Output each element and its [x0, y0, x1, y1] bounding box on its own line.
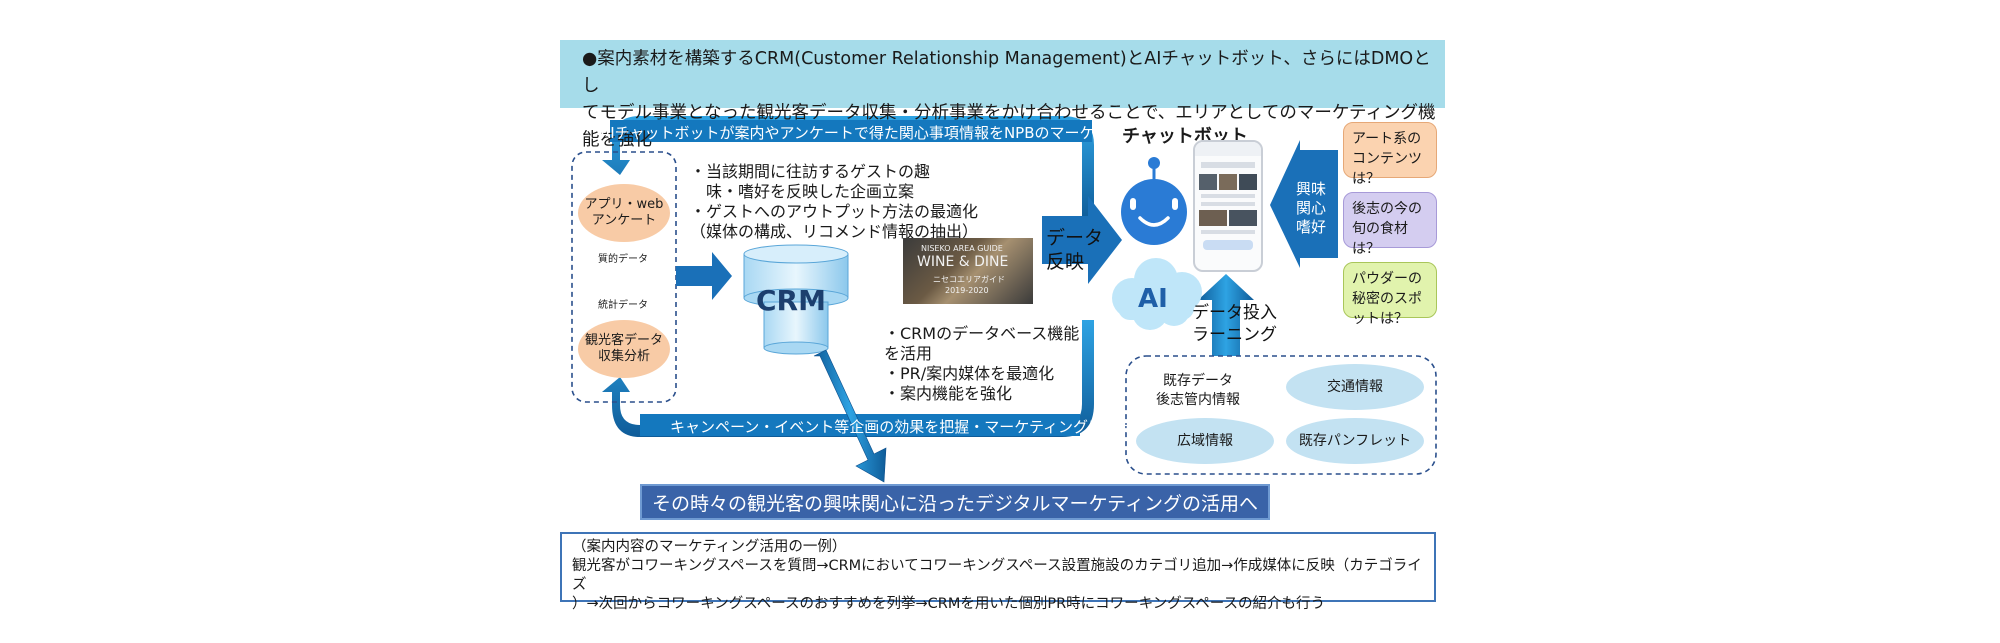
text-line: 嗜好 [1296, 218, 1327, 236]
note-line: ）→次回からコワーキングスペースのおすすめを列挙→CRMを用いた個別PR時にコワ… [572, 596, 1325, 612]
data-input-arrow [1198, 274, 1254, 356]
data-sources-box [1125, 355, 1437, 475]
photo-subtitle: ニセコエリアガイド [933, 275, 1005, 284]
question-bubble-food: 後志の今の旬の食材は？ [1343, 192, 1437, 257]
data-reflect-arrow [1042, 196, 1122, 284]
crm-planning-text: ・当該期間に往訪するゲストの趣 味・嗜好を反映した企画立案 ・ゲストへのアウトプ… [690, 162, 978, 242]
text-line: 反映 [1046, 251, 1085, 273]
text-line: ラーニング [1192, 325, 1277, 345]
conclusion-banner: その時々の観光客の興味関心に沿ったデジタルマーケティングの活用へ [640, 484, 1270, 520]
robot-icon [1121, 157, 1187, 245]
ai-cloud [1112, 258, 1202, 330]
crm-label: CRM [756, 284, 826, 317]
top-arrow-band [610, 120, 1092, 142]
existing-data-label: 既存データ 後志管内情報 [1156, 373, 1240, 408]
pamphlet-oval: 既存パンフレット [1286, 418, 1424, 464]
qualitative-data-label: 質的データ [598, 254, 648, 265]
wine-dine-guide-image: NISEKO AREA GUIDE WINE & DINE ニセコエリアガイド … [903, 238, 1033, 304]
smartphone-screen [1193, 140, 1263, 272]
crm-to-footer-arrow [813, 349, 887, 483]
text-line: ・ゲストへのアウトプット方法の最適化 [690, 202, 979, 221]
note-line: 観光客がコワーキングスペースを質問→CRMにおいてコワーキングスペース設置施設の… [572, 558, 1422, 593]
traffic-info-oval: 交通情報 [1286, 364, 1424, 410]
text-line: ・CRMのデータベース機能 [884, 324, 1080, 343]
interest-arrow [1270, 140, 1338, 268]
text-line: データ [1046, 227, 1104, 249]
regional-info-oval: 広域情報 [1136, 418, 1274, 464]
crm-usage-text: ・CRMのデータベース機能 を活用 ・PR/案内媒体を最適化 ・案内機能を強化 [884, 324, 1079, 404]
data-input-label: データ投入 ラーニング [1192, 302, 1277, 346]
question-bubble-powder: パウダーの秘密のスポットは？ [1343, 262, 1437, 327]
top-arrow-label: AIチャットボットが案内やアンケートで得た関心事項情報をNPBのマーケティングに… [600, 124, 1199, 142]
banner-line-2: てモデル事業となった観光客データ収集・分析事業をかけ合わせることで、エリアとして… [582, 103, 1436, 150]
left-to-crm-arrow [676, 252, 732, 300]
text-line: データ投入 [1192, 303, 1277, 323]
photo-caption: NISEKO AREA GUIDE [921, 244, 1003, 253]
bottom-arrow-label: キャンペーン・イベント等企画の効果を把握・マーケティングに還元 [670, 418, 1134, 436]
example-note: （案内内容のマーケティング活用の一例） 観光客がコワーキングスペースを質問→CR… [560, 532, 1436, 612]
text-line: 味・嗜好を反映した企画立案 [690, 182, 915, 201]
note-heading: （案内内容のマーケティング活用の一例） [572, 539, 847, 555]
crm-cylinder [743, 244, 849, 355]
banner-line-1: ●案内素材を構築するCRM(Customer Relationship Mana… [582, 49, 1431, 96]
text-line: を活用 [884, 344, 933, 363]
text-line: ・PR/案内媒体を最適化 [884, 364, 1055, 383]
text-line: （媒体の構成、リコメンド情報の抽出） [690, 222, 979, 241]
interest-label: 興味 関心 嗜好 [1296, 180, 1326, 237]
ai-label: AI [1138, 284, 1168, 314]
data-reflect-label: データ 反映 [1046, 226, 1103, 274]
text-line: 関心 [1296, 199, 1327, 217]
photo-year: 2019-2020 [945, 286, 989, 295]
statistical-data-label: 統計データ [598, 300, 648, 311]
survey-oval: アプリ・web アンケート [578, 184, 670, 242]
header-banner: ●案内素材を構築するCRM(Customer Relationship Mana… [560, 40, 1445, 150]
tourist-data-oval: 観光客データ 収集分析 [578, 320, 670, 378]
question-bubble-art: アート系のコンテンツは？ [1343, 122, 1437, 187]
text-line: ・案内機能を強化 [884, 384, 1013, 403]
photo-title: WINE & DINE [917, 254, 1009, 270]
text-line: 興味 [1296, 180, 1327, 198]
text-line: ・当該期間に往訪するゲストの趣 [690, 162, 931, 181]
